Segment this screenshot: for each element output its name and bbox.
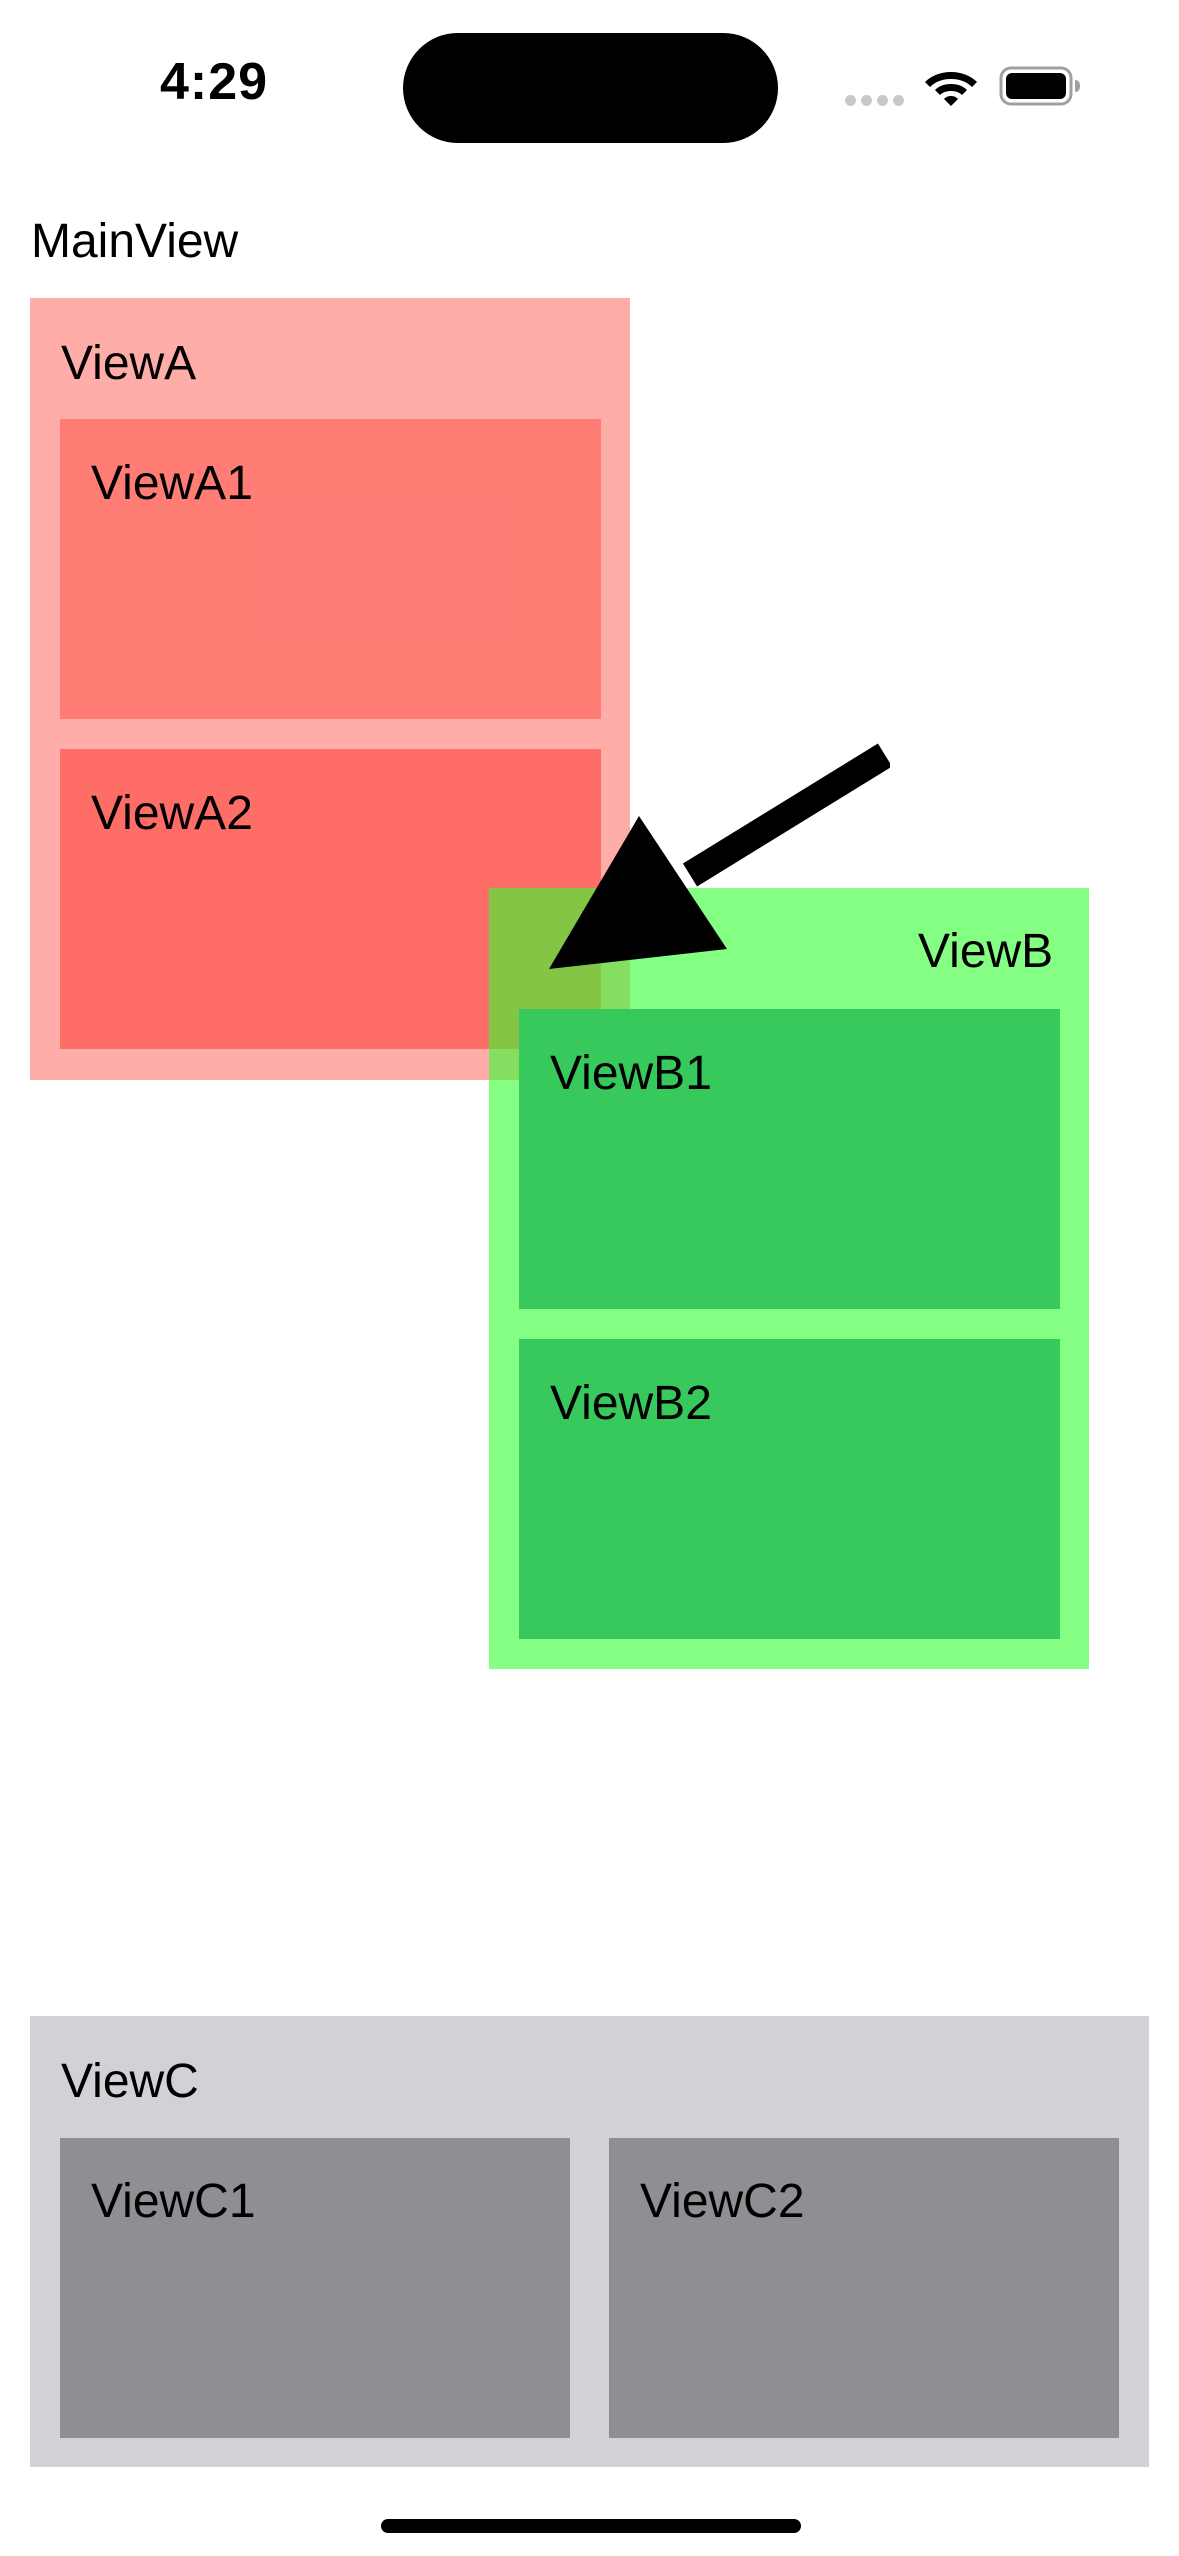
view-b1-label: ViewB1 — [550, 1047, 712, 1100]
cellular-signal-icon — [845, 95, 905, 107]
view-b1 — [519, 1009, 1060, 1309]
view-b2 — [519, 1339, 1060, 1639]
view-a1-label: ViewA1 — [91, 457, 253, 510]
view-c1 — [60, 2138, 570, 2438]
dynamic-island — [403, 33, 778, 143]
view-a1 — [60, 419, 601, 719]
view-b-label: ViewB — [918, 925, 1054, 978]
view-b2-label: ViewB2 — [550, 1377, 712, 1430]
home-indicator[interactable] — [381, 2519, 801, 2533]
battery-icon — [999, 66, 1080, 106]
view-a2-label: ViewA2 — [91, 787, 253, 840]
view-c-label: ViewC — [61, 2055, 199, 2108]
view-a-label: ViewA — [61, 337, 197, 390]
main-view-title: MainView — [31, 215, 239, 268]
view-c1-label: ViewC1 — [91, 2175, 256, 2228]
status-time: 4:29 — [160, 53, 269, 111]
arrow-icon — [549, 743, 890, 969]
view-c2 — [609, 2138, 1119, 2438]
view-c2-label: ViewC2 — [640, 2175, 805, 2228]
wifi-icon — [925, 72, 977, 106]
